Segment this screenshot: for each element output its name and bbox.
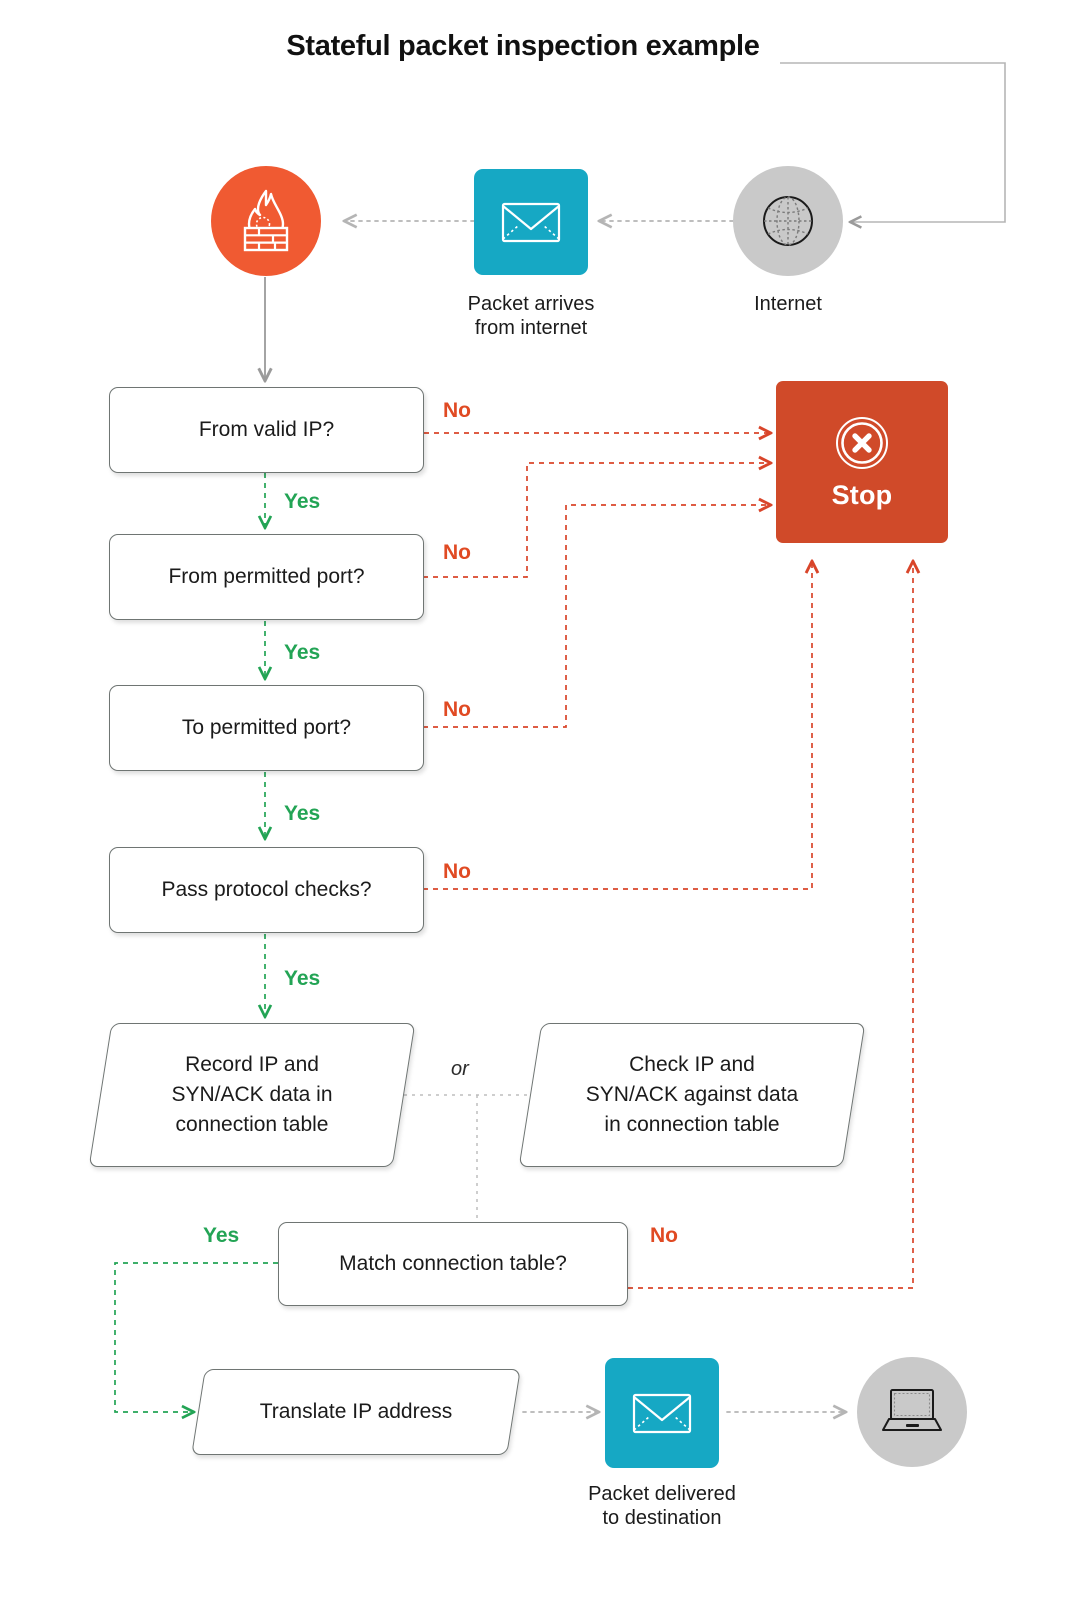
process-label-line3: connection table [175,1113,329,1136]
edge-label-no-valid-ip: No [443,399,471,422]
edge-label-no-match-table: No [650,1224,678,1247]
decision-to-permitted-port[interactable]: To permitted port? [109,685,424,771]
packet-arrives-caption-line1: Packet arrives [467,293,595,315]
process-label: Record IP and SYN/ACK data in connection… [100,1023,404,1167]
packet-arrives-caption: Packet arrives from internet [416,292,646,341]
decision-label: Pass protocol checks? [161,878,372,902]
process-translate-ip-address[interactable]: Translate IP address [191,1369,521,1455]
edge-label-no-protocol: No [443,860,471,883]
wire-no-match-table [628,562,913,1289]
wire-no-to-port [423,505,770,728]
internet-caption: Internet [754,293,822,315]
decision-label: From permitted port? [168,565,365,589]
internet-node[interactable] [733,166,843,276]
edge-label-yes-valid-ip: Yes [284,490,321,513]
envelope-icon [632,1393,692,1434]
packet-arrives-caption-line2: from internet [474,317,588,340]
stop-label: Stop [831,479,893,510]
edge-label-yes-from-port: Yes [284,641,321,664]
wire-no-protocol [423,562,812,890]
packet-delivered-caption: Packet delivered to destination [552,1482,772,1531]
packet-arrives-node[interactable] [474,169,588,275]
decision-label: To permitted port? [181,716,352,740]
decision-match-connection-table[interactable]: Match connection table? [278,1222,628,1306]
globe-icon [763,196,813,246]
circle-x-icon [836,416,888,469]
process-label-line2: SYN/ACK data in [171,1082,333,1106]
decision-label: From valid IP? [198,418,335,442]
decision-label: Match connection table? [339,1252,567,1276]
edge-label-no-from-port: No [443,541,471,564]
process-check-connection-table[interactable]: Check IP and SYN/ACK against data in con… [518,1023,866,1167]
wire-no-from-port [423,463,770,578]
packet-delivered-caption-line1: Packet delivered [588,1483,736,1505]
envelope-icon [501,202,561,243]
process-label-line1: Record IP and [185,1052,319,1076]
packet-delivered-node[interactable] [605,1358,719,1468]
laptop-icon [882,1389,942,1431]
firewall-node[interactable] [211,166,321,276]
packet-delivered-caption-line2: to destination [602,1507,722,1530]
process-label-line2: SYN/ACK against data [585,1082,799,1106]
edge-label-no-to-port: No [443,698,471,721]
edge-label-yes-to-port: Yes [284,802,321,825]
destination-node[interactable] [857,1357,967,1467]
decision-from-permitted-port[interactable]: From permitted port? [109,534,424,620]
decision-pass-protocol-checks[interactable]: Pass protocol checks? [109,847,424,933]
process-record-connection-table[interactable]: Record IP and SYN/ACK data in connection… [88,1023,416,1167]
process-label: Check IP and SYN/ACK against data in con… [530,1023,854,1167]
process-label: Translate IP address [259,1399,453,1423]
process-label-line3: in connection table [604,1113,780,1136]
firewall-flame-brick-icon [243,189,289,252]
edge-label-yes-protocol: Yes [284,967,321,990]
decision-from-valid-ip[interactable]: From valid IP? [109,387,424,473]
edge-label-or: or [451,1058,469,1080]
process-label-line1: Check IP and [629,1052,755,1076]
stop-node[interactable]: Stop [776,381,948,543]
page-title: Stateful packet inspection example [286,30,760,62]
edge-label-yes-match-table: Yes [203,1224,240,1247]
